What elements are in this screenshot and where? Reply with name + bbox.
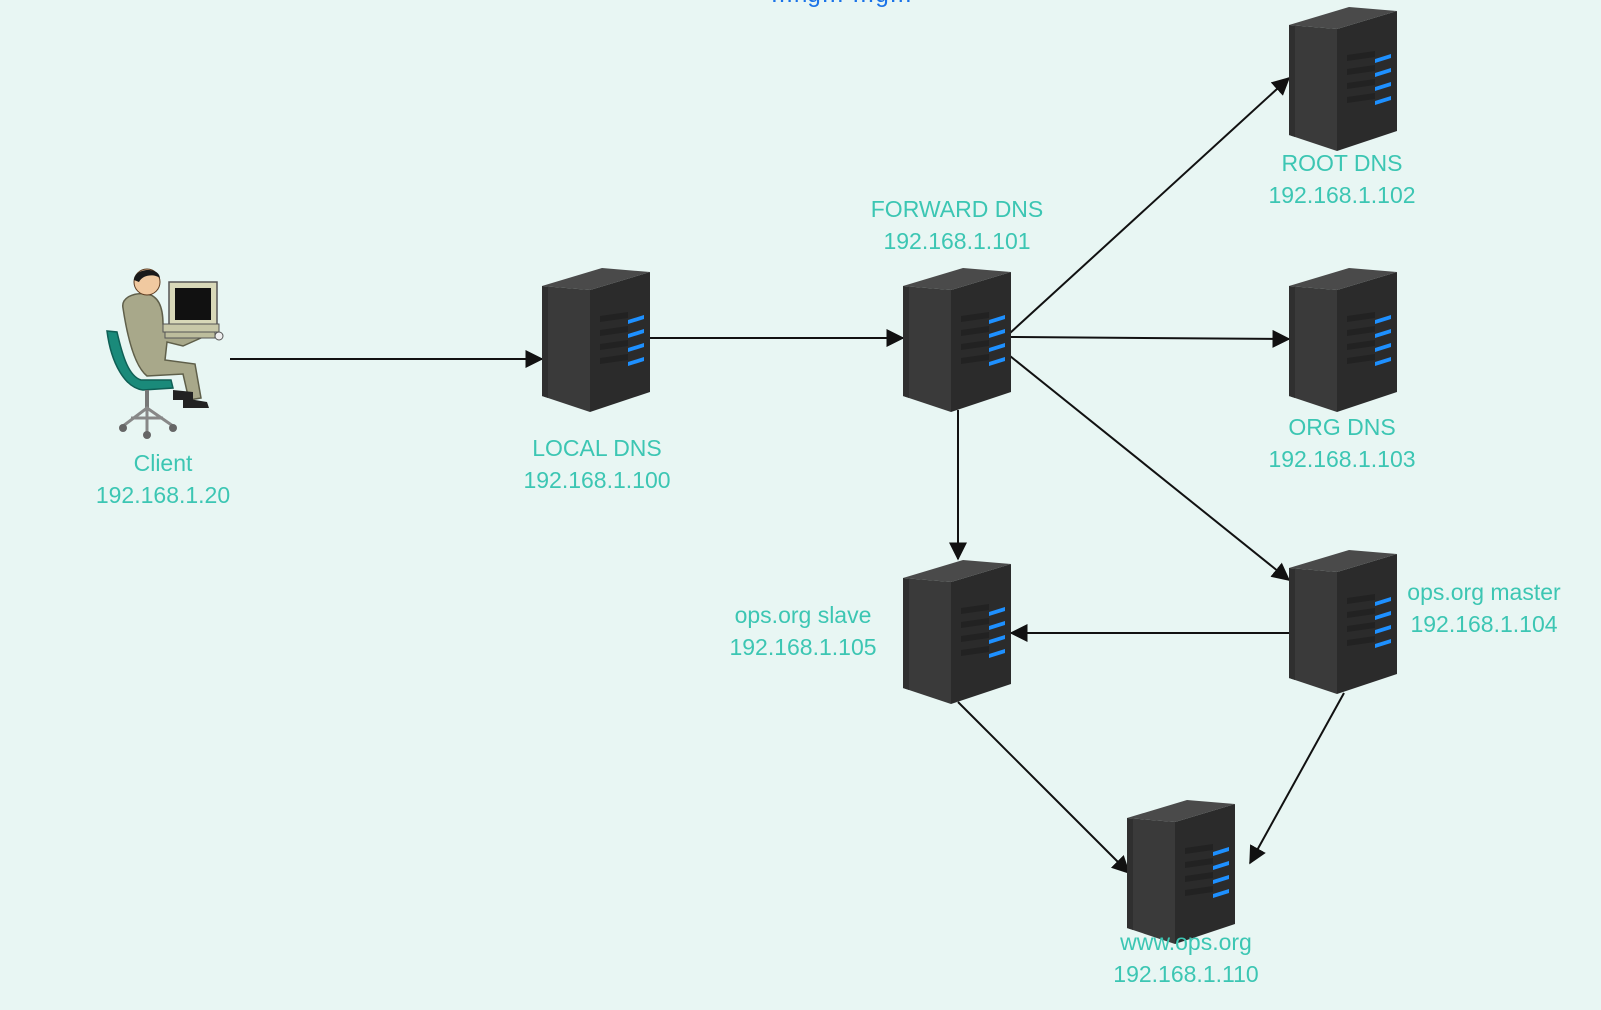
clipped-header-text: …ng… …g…: [770, 0, 913, 8]
edge-master-www: [1249, 692, 1345, 865]
forward-dns-ip: 192.168.1.101: [883, 228, 1030, 254]
person-at-computer-icon: [106, 268, 224, 439]
edge-forward-root: [1009, 76, 1291, 334]
www-ip: 192.168.1.110: [1113, 961, 1258, 987]
edge-forward-org: [1009, 329, 1291, 348]
node-forward-dns: FORWARD DNS 192.168.1.101: [871, 196, 1044, 412]
server-icon: [1127, 800, 1235, 944]
ops-slave-ip: 192.168.1.105: [729, 634, 876, 660]
server-icon: [903, 560, 1011, 704]
node-org-dns: ORG DNS 192.168.1.103: [1268, 268, 1416, 472]
local-dns-ip: 192.168.1.100: [523, 467, 670, 493]
edge-slave-www: [957, 701, 1131, 875]
server-icon: [1289, 550, 1397, 694]
node-root-dns: ROOT DNS 192.168.1.102: [1268, 7, 1416, 208]
edge-forward-master: [1009, 355, 1291, 581]
ops-slave-name: ops.org slave: [735, 602, 872, 628]
ops-master-name: ops.org master: [1407, 579, 1561, 605]
forward-dns-name: FORWARD DNS: [871, 196, 1044, 222]
local-dns-name: LOCAL DNS: [532, 435, 662, 461]
server-icon: [1289, 268, 1397, 412]
node-client: Client 192.168.1.20: [96, 268, 230, 508]
node-ops-slave: ops.org slave 192.168.1.105: [729, 560, 1011, 704]
node-ops-master: ops.org master 192.168.1.104: [1289, 550, 1561, 694]
ops-master-ip: 192.168.1.104: [1410, 611, 1557, 637]
node-www: www.ops.org 192.168.1.110: [1113, 800, 1259, 987]
server-icon: [542, 268, 650, 412]
root-dns-name: ROOT DNS: [1282, 150, 1403, 176]
client-ip: 192.168.1.20: [96, 482, 230, 508]
org-dns-name: ORG DNS: [1288, 414, 1395, 440]
www-name: www.ops.org: [1119, 929, 1252, 955]
edges: [230, 76, 1345, 875]
node-local-dns: LOCAL DNS 192.168.1.100: [523, 268, 671, 493]
client-name: Client: [134, 450, 193, 476]
server-icon: [1289, 7, 1397, 151]
server-icon: [903, 268, 1011, 412]
root-dns-ip: 192.168.1.102: [1268, 182, 1415, 208]
org-dns-ip: 192.168.1.103: [1268, 446, 1415, 472]
